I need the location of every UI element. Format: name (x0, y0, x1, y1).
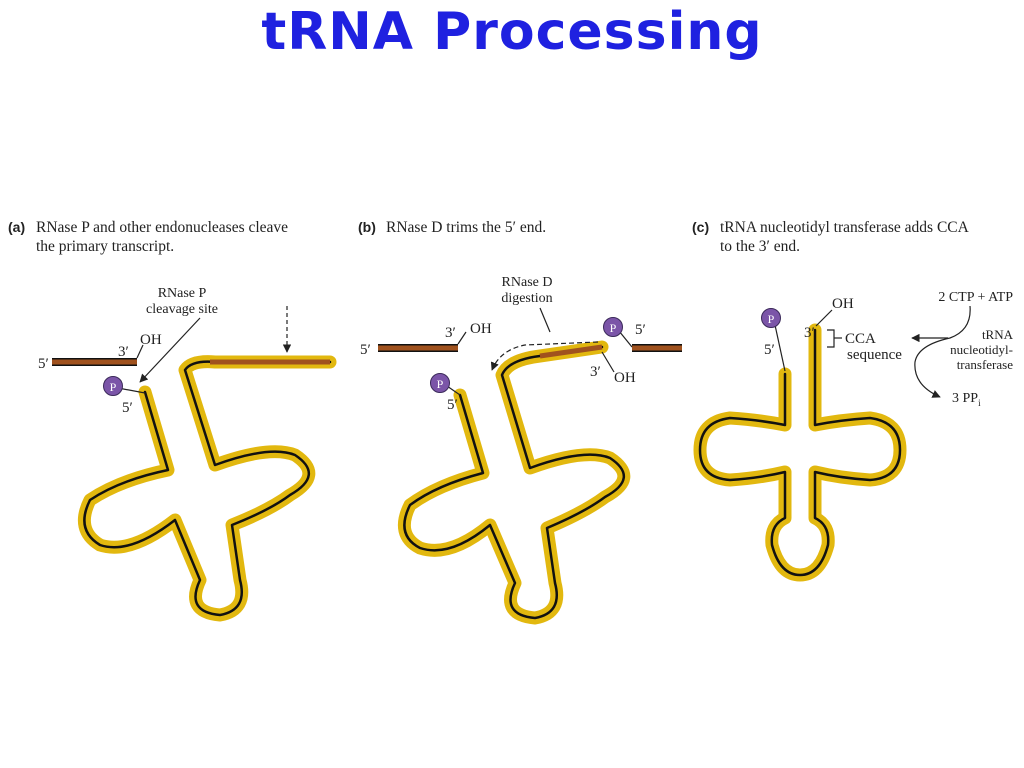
panel-b-trna-cloverleaf (397, 340, 631, 625)
panel-c-phosphate-icon (761, 308, 781, 328)
panel-a-label-5-trna: 5′ (122, 400, 133, 416)
panel-c-trna-cloverleaf (693, 323, 907, 582)
panel-a-label-oh: OH (140, 332, 162, 348)
panel-c-label-oh: OH (832, 296, 854, 312)
panel-b-phosphate-right-icon (603, 317, 623, 337)
panel-b-caption-line1: RNase D trims the 5′ end. (386, 219, 547, 236)
panel-b-letter: (b) (358, 219, 376, 235)
panel-b-phosphate-trna-icon (430, 373, 450, 393)
panel-b-label-5-right: 5′ (635, 322, 646, 338)
panel-a-label-rnasep-2: cleavage site (146, 302, 218, 317)
panel-c-caption: (c) tRNA nucleotidyl transferase adds CC… (692, 218, 1022, 256)
panel-c-label-enzyme-2: nucleotidyl- (950, 342, 1013, 357)
panel-b-label-3-left: 3′ (445, 325, 456, 341)
panel-a-phosphate-label: P (110, 380, 117, 394)
slide-title: tRNA Processing (261, 2, 763, 62)
panel-a-trna-cloverleaf (77, 355, 337, 622)
panel-c-caption-line1: tRNA nucleotidyl transferase adds CCA (720, 219, 969, 236)
panel-c-phosphate-label: P (768, 312, 775, 326)
panel-c-caption-line2: to the 3′ end. (720, 238, 801, 255)
panel-a-caption: (a) RNase P and other endonucleases clea… (8, 218, 338, 256)
panel-b-caption: (b) RNase D trims the 5′ end. (358, 218, 678, 237)
panel-b-label-oh-trna: OH (614, 370, 636, 386)
panel-b-phosphate-right-label: P (610, 321, 617, 335)
panel-c-letter: (c) (692, 219, 710, 235)
panel-c-diagram: P 5′ 3′ OH CCA sequence 2 CTP + ATP tRNA… (693, 290, 1014, 582)
panel-b-label-rnased-1: RNase D (502, 275, 553, 290)
panel-c-label-cca-1: CCA (845, 331, 876, 347)
panel-c-label-5: 5′ (764, 342, 775, 358)
panel-c-label-product: 3 PPi (952, 391, 981, 408)
panel-c-label-cca-2: sequence (847, 347, 902, 363)
panel-b-3-trailer-remnant (539, 344, 603, 359)
panel-b-diagram: 5′ 3′ OH RNase D digestion P 5′ P 5′ 3′ … (360, 275, 682, 625)
panel-b-label-5-left: 5′ (360, 342, 371, 358)
panel-a-caption-line2: the primary transcript. (36, 238, 175, 255)
panel-b-phosphate-trna-label: P (437, 377, 444, 391)
panel-a-caption-line1: RNase P and other endonucleases cleave (36, 219, 289, 236)
panel-c-cca-bracket (827, 329, 835, 348)
panel-c-label-product-subscript: i (978, 398, 981, 408)
panel-a-phosphate-icon (103, 376, 123, 396)
panel-b-label-5-trna: 5′ (447, 397, 458, 413)
panel-b-label-rnased-2: digestion (501, 291, 552, 306)
panel-b-label-3-trna: 3′ (590, 364, 601, 380)
panel-c-label-reactants: 2 CTP + ATP (938, 290, 1013, 305)
panel-a-label-3: 3′ (118, 344, 129, 360)
panel-a-letter: (a) (8, 219, 26, 235)
panel-c-label-enzyme-1: tRNA (982, 327, 1014, 342)
panel-c-label-3: 3′ (804, 325, 815, 341)
panel-c-label-enzyme-3: transferase (957, 357, 1014, 372)
panel-a-label-rnasep-1: RNase P (158, 286, 207, 301)
panel-c-label-product-main: 3 PP (952, 391, 978, 406)
panel-b-label-oh-left: OH (470, 321, 492, 337)
panel-a-diagram: 5′ 3′ OH RNase P cleavage site P 5′ (38, 286, 337, 622)
panel-a-label-5-left: 5′ (38, 356, 49, 372)
